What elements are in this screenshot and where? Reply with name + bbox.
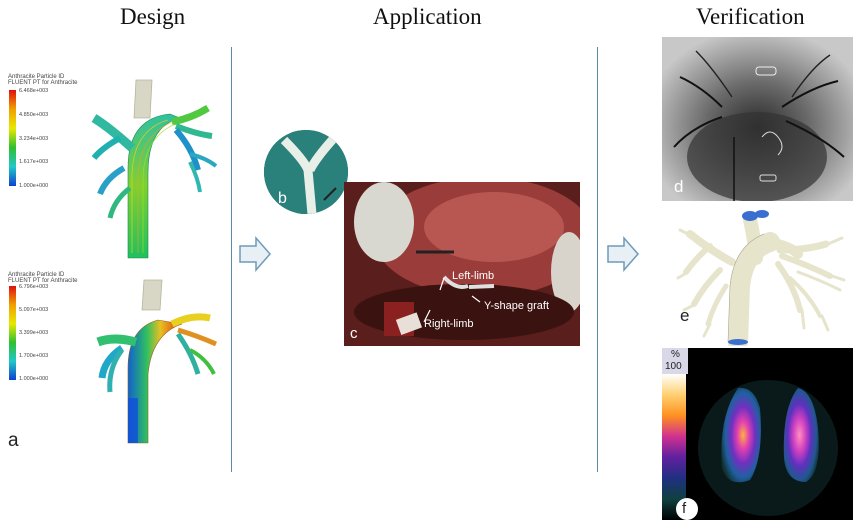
top-legend-title-1: Anthracite Particle ID — [8, 74, 65, 80]
panel-f-letter: f — [682, 500, 687, 517]
top-colorbar — [9, 90, 16, 186]
cfd-model-bottom — [96, 279, 218, 444]
label-y-graft: Y-shape graft — [484, 300, 550, 312]
panel-f-letter-badge: f — [676, 498, 698, 520]
arrow-right-icon — [239, 236, 271, 272]
angiogram-image — [662, 37, 853, 201]
scale-colorbar — [662, 374, 686, 520]
label-left-limb: Left-limb — [452, 270, 495, 282]
divider-left — [231, 47, 232, 472]
panel-f: % 100 f — [662, 348, 853, 520]
scale-unit: % — [671, 349, 680, 360]
bottom-tick-1: 5.097e+003 — [19, 307, 49, 313]
vessel-3d-model — [676, 210, 846, 352]
divider-right — [597, 47, 598, 472]
panel-b: b — [264, 130, 348, 214]
bottom-legend-title-2: FLUENT PT for Anthracite — [8, 278, 78, 284]
panel-c: Left-limb Y-shape graft Right-limb c — [344, 182, 580, 346]
perfusion-image — [688, 348, 853, 520]
bottom-tick-2: 3.399e+003 — [19, 330, 49, 336]
arrow-right-icon-2 — [607, 236, 639, 272]
panel-a: Anthracite Particle ID FLUENT PT for Ant… — [0, 60, 230, 460]
application-title: Application — [373, 4, 482, 29]
top-tick-2: 3.234e+003 — [19, 136, 49, 142]
scale-header: % 100 — [662, 348, 688, 374]
panel-d: d — [662, 37, 853, 201]
verification-title: Verification — [696, 4, 805, 29]
scale-max: 100 — [665, 361, 682, 372]
surgical-photo — [344, 182, 580, 346]
panel-a-letter: a — [8, 430, 19, 451]
bottom-tick-4: 1.000e+000 — [19, 376, 49, 382]
cfd-model-top — [91, 79, 218, 259]
bottom-tick-3: 1.700e+003 — [19, 353, 49, 359]
label-right-limb: Right-limb — [424, 318, 474, 330]
top-tick-0: 6.468e+003 — [19, 88, 49, 94]
bottom-tick-0: 6.796e+003 — [19, 284, 49, 290]
bottom-colorbar — [9, 286, 16, 380]
panel-e-letter: e — [680, 306, 690, 325]
panel-c-letter: c — [350, 325, 358, 342]
panel-b-letter: b — [278, 190, 287, 207]
top-legend-title-2: FLUENT PT for Anthracite — [8, 80, 78, 86]
panel-d-letter: d — [674, 177, 684, 196]
top-tick-3: 1.617e+003 — [19, 159, 49, 165]
bottom-legend-title-1: Anthracite Particle ID — [8, 272, 65, 278]
y-graft-closeup — [264, 130, 348, 214]
panel-e: e — [670, 206, 850, 352]
top-tick-4: 1.000e+000 — [19, 183, 49, 189]
design-title: Design — [120, 4, 186, 29]
top-tick-1: 4.850e+003 — [19, 112, 49, 118]
